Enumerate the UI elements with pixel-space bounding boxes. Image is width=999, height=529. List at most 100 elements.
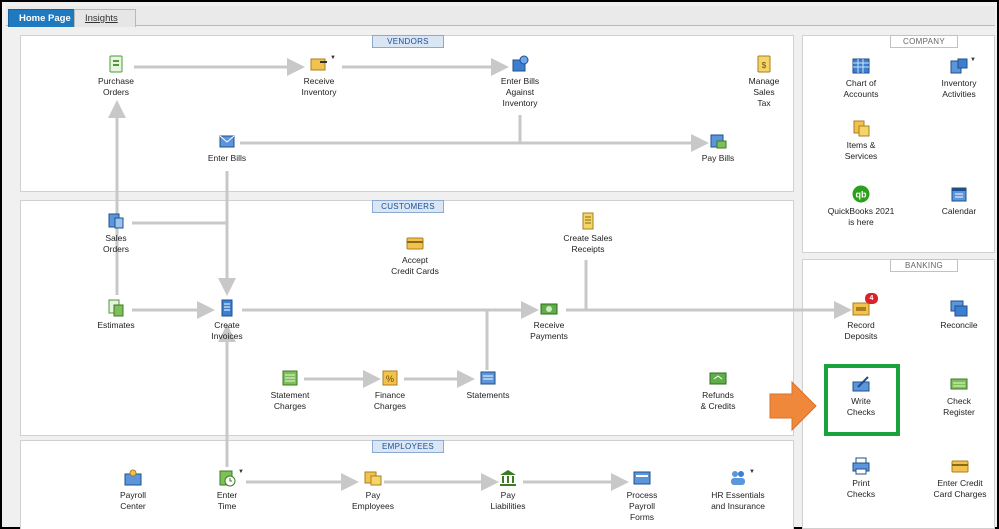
enter-bills-icon (218, 132, 236, 150)
reconcile-button[interactable]: Reconcile (919, 299, 999, 331)
statements-button[interactable]: Statements (448, 369, 528, 401)
statement-charges-label: Statement Charges (270, 390, 310, 411)
calendar-label: Calendar (941, 206, 977, 216)
enter-bills-against-inventory-label: Enter Bills Against Inventory (500, 76, 540, 108)
section-label-employees: EMPLOYEES (372, 440, 444, 453)
pay-bills-label: Pay Bills (701, 153, 735, 163)
payroll-forms-icon (633, 469, 651, 487)
estimates-button[interactable]: Estimates (76, 299, 156, 331)
receive-inventory-label: Receive Inventory (301, 76, 337, 97)
pay-employees-button[interactable]: Pay Employees (333, 469, 413, 512)
accept-credit-cards-button[interactable]: Accept Credit Cards (375, 234, 455, 277)
write-checks-highlight-box (824, 364, 900, 436)
finance-charges-label: Finance Charges (373, 390, 407, 411)
refunds-credits-button[interactable]: Refunds & Credits (678, 369, 758, 412)
statement-charges-button[interactable]: Statement Charges (250, 369, 330, 412)
items-services-icon (852, 119, 870, 137)
estimates-label: Estimates (97, 320, 135, 330)
home-page-content: VENDORS CUSTOMERS EMPLOYEES COMPANY BANK… (6, 27, 995, 529)
credit-card-icon (406, 234, 424, 252)
sales-receipt-icon (579, 212, 597, 230)
credit-card-charges-icon (951, 457, 969, 475)
dropdown-caret-icon: ▼ (749, 469, 755, 475)
enter-time-button[interactable]: ▼ Enter Time (187, 469, 267, 512)
enter-bills-label: Enter Bills (207, 153, 247, 163)
pay-liabilities-button[interactable]: Pay Liabilities (468, 469, 548, 512)
pay-bills-button[interactable]: Pay Bills (678, 132, 758, 164)
inventory-activities-button[interactable]: ▼ Inventory Activities (919, 57, 999, 100)
items-services-button[interactable]: Items & Services (821, 119, 901, 162)
calendar-icon (950, 185, 968, 203)
inventory-activities-label: Inventory Activities (941, 78, 977, 99)
reconcile-label: Reconcile (940, 320, 978, 330)
finance-charges-button[interactable]: % Finance Charges (350, 369, 430, 412)
pay-liabilities-icon (499, 469, 517, 487)
workflow-arrows (108, 58, 852, 491)
dropdown-caret-icon: ▼ (330, 55, 336, 61)
section-label-company: COMPANY (890, 35, 958, 48)
callout-arrow-icon (769, 380, 817, 432)
sales-orders-label: Sales Orders (103, 233, 129, 254)
manage-sales-tax-button[interactable]: $ Manage Sales Tax (724, 55, 804, 109)
tab-home-page[interactable]: Home Page (8, 9, 82, 27)
check-register-label: Check Register (943, 396, 975, 417)
quickbooks-2021-label: QuickBooks 2021 is here (827, 206, 895, 227)
statements-icon (479, 369, 497, 387)
chart-of-accounts-icon (852, 57, 870, 75)
record-deposits-label: Record Deposits (844, 320, 878, 341)
payroll-center-button[interactable]: Payroll Center (93, 469, 173, 512)
enter-bills-against-inventory-button[interactable]: Enter Bills Against Inventory (480, 55, 560, 109)
check-register-icon (950, 375, 968, 393)
bill-inventory-icon (511, 55, 529, 73)
check-register-button[interactable]: Check Register (919, 375, 999, 418)
refunds-credits-label: Refunds & Credits (700, 390, 736, 411)
pay-employees-icon (364, 469, 382, 487)
quickbooks-2021-button[interactable]: qb QuickBooks 2021 is here (821, 185, 901, 228)
accept-credit-cards-label: Accept Credit Cards (391, 255, 439, 276)
sales-orders-button[interactable]: Sales Orders (76, 212, 156, 255)
process-payroll-forms-label: Process Payroll Forms (626, 490, 658, 522)
print-checks-label: Print Checks (846, 478, 876, 499)
refunds-credits-icon (709, 369, 727, 387)
hr-essentials-button[interactable]: ▼ HR Essentials and Insurance (698, 469, 778, 512)
inventory-activities-icon: ▼ (950, 57, 976, 75)
create-sales-receipts-button[interactable]: Create Sales Receipts (548, 212, 628, 255)
process-payroll-forms-button[interactable]: Process Payroll Forms (602, 469, 682, 523)
tab-bar: Home Page Insights (6, 6, 995, 27)
estimates-icon (107, 299, 125, 317)
receive-payments-button[interactable]: Receive Payments (509, 299, 589, 342)
enter-credit-card-charges-button[interactable]: Enter Credit Card Charges (919, 457, 999, 500)
record-deposits-button[interactable]: 4 Record Deposits (821, 293, 901, 342)
enter-bills-button[interactable]: Enter Bills (187, 132, 267, 164)
record-deposits-icon: 4 (852, 293, 878, 317)
print-checks-button[interactable]: Print Checks (821, 457, 901, 500)
pay-employees-label: Pay Employees (351, 490, 395, 511)
print-checks-icon (852, 457, 870, 475)
receive-payments-label: Receive Payments (530, 320, 568, 341)
purchase-order-icon (107, 55, 125, 73)
section-label-vendors: VENDORS (372, 35, 444, 48)
tab-insights[interactable]: Insights (74, 9, 136, 27)
enter-time-icon: ▼ (218, 469, 244, 487)
svg-text:$: $ (762, 61, 767, 70)
hr-essentials-icon: ▼ (729, 469, 755, 487)
dropdown-caret-icon: ▼ (238, 469, 244, 475)
section-label-customers: CUSTOMERS (372, 200, 444, 213)
payroll-center-icon (124, 469, 142, 487)
pay-bills-icon (709, 132, 727, 150)
purchase-orders-button[interactable]: Purchase Orders (76, 55, 156, 98)
calendar-button[interactable]: Calendar (919, 185, 999, 217)
items-services-label: Items & Services (844, 140, 878, 161)
enter-time-label: Enter Time (216, 490, 238, 511)
chart-of-accounts-button[interactable]: Chart of Accounts (821, 57, 901, 100)
receive-inventory-button[interactable]: ▼ Receive Inventory (279, 55, 359, 98)
svg-text:%: % (386, 374, 394, 384)
chart-of-accounts-label: Chart of Accounts (843, 78, 879, 99)
create-invoices-label: Create Invoices (211, 320, 243, 341)
receive-inventory-icon: ▼ (310, 55, 336, 73)
write-checks-button[interactable]: Write Checks (821, 375, 901, 418)
enter-credit-card-charges-label: Enter Credit Card Charges (933, 478, 987, 499)
section-label-banking: BANKING (890, 259, 958, 272)
create-invoices-button[interactable]: Create Invoices (187, 299, 267, 342)
